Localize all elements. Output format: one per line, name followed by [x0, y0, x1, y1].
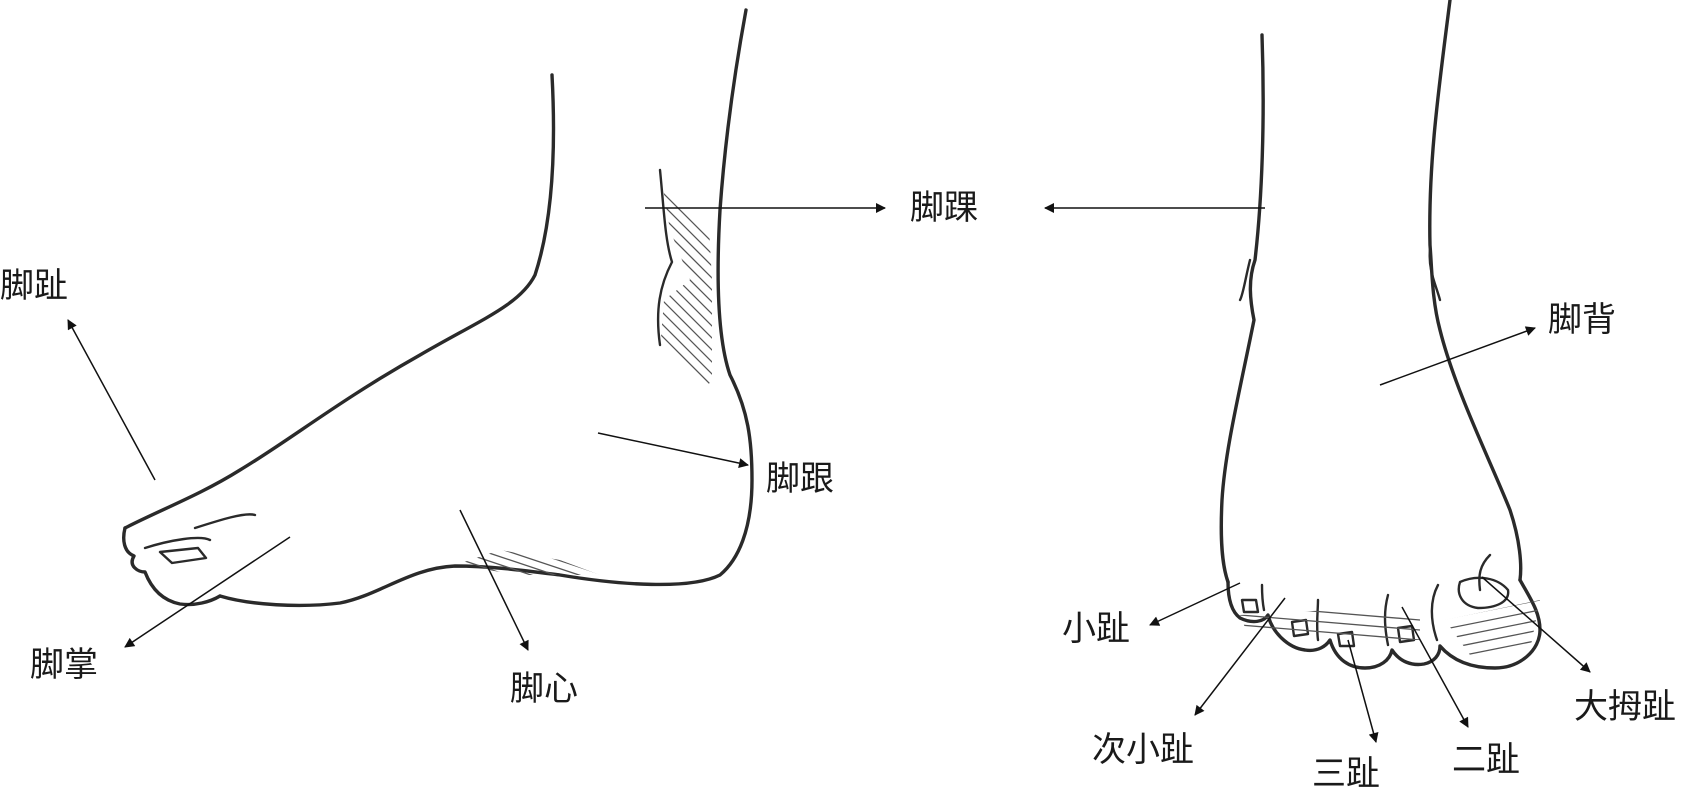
- label-second-toe: 二趾: [1452, 740, 1520, 780]
- pointer-arrows: [67, 203, 1591, 743]
- label-third-toe: 三趾: [1312, 754, 1380, 794]
- arrow-instep: [1379, 326, 1536, 386]
- label-heel: 脚跟: [766, 459, 834, 499]
- arrow-little-toe: [1149, 582, 1241, 626]
- front-foot-ankle-inner: [1428, 248, 1442, 302]
- side-view-foot: [122, 8, 754, 608]
- side-foot-front-leg: [123, 73, 556, 530]
- front-foot-ankle-outer: [1238, 258, 1252, 302]
- label-ankle: 脚踝: [910, 188, 978, 228]
- front-foot-toes-outline: [1226, 578, 1542, 670]
- front-foot-toe-gaps: [1260, 553, 1492, 647]
- side-foot-back-leg: [218, 8, 754, 608]
- label-little-toe: 小趾: [1062, 609, 1130, 649]
- label-fourth-toe: 次小趾: [1092, 730, 1194, 770]
- label-ball: 脚掌: [30, 645, 98, 685]
- front-foot-nails: [1240, 576, 1510, 648]
- arrow-heel: [597, 432, 749, 469]
- side-foot-ankle-shading: [660, 170, 712, 395]
- arrow-ball: [124, 536, 291, 648]
- label-toes: 脚趾: [0, 266, 68, 306]
- arrow-second-toe: [1401, 606, 1469, 728]
- arrow-big-toe: [1481, 576, 1591, 673]
- side-foot-toe-detail: [143, 513, 257, 565]
- side-foot-ankle-bone: [656, 168, 674, 347]
- label-big-toe: 大拇趾: [1574, 687, 1676, 727]
- arrow-arch: [459, 509, 529, 651]
- arrow-toes: [67, 319, 156, 481]
- arrow-fourth-toe: [1194, 597, 1286, 716]
- side-foot-toe-tip: [122, 526, 222, 607]
- front-view-foot: [1219, 0, 1542, 670]
- arrow-third-toe: [1347, 639, 1379, 743]
- front-foot-right-leg: [1428, 0, 1523, 582]
- front-foot-big-toe-shading: [1445, 600, 1540, 655]
- front-foot-left-leg: [1219, 33, 1265, 584]
- label-instep: 脚背: [1548, 300, 1616, 340]
- label-arch: 脚心: [510, 669, 578, 709]
